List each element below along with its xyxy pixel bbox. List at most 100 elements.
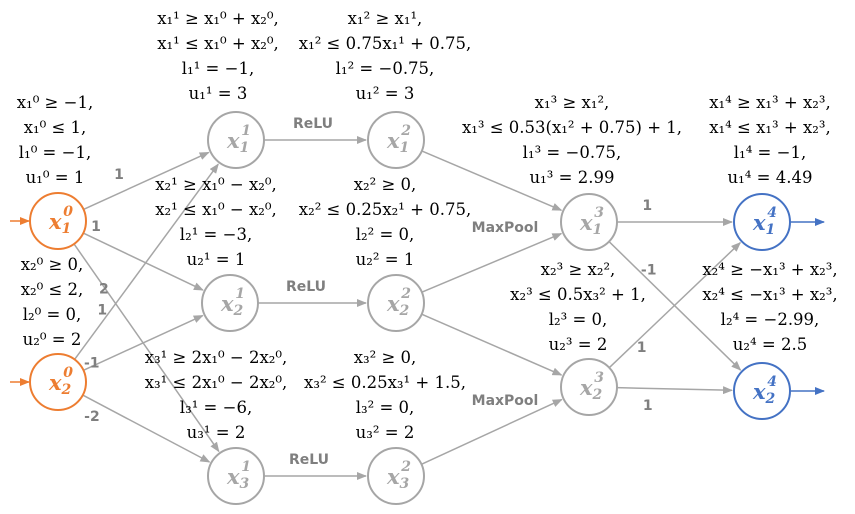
annotation-line: x₁⁴ ≥ x₁³ + x₂³, xyxy=(709,93,830,112)
edge-label-x10-x21: 1 xyxy=(91,219,101,235)
annotation-line: x₂³ ≤ 0.5x₃² + 1, xyxy=(510,285,646,304)
annotation-line: u₂³ = 2 xyxy=(549,335,608,354)
annotation-line: u₂⁴ = 2.5 xyxy=(733,335,807,354)
node-label-x20: x20 xyxy=(48,365,73,398)
annotation-line: x₃² ≥ 0, xyxy=(354,348,417,367)
edge-x22-x13 xyxy=(421,232,563,293)
node-x14[interactable]: x14 xyxy=(733,193,791,251)
annotation-x14: x₁⁴ ≥ x₁³ + x₂³,x₁⁴ ≤ x₁³ + x₂³,l₁⁴ = −1… xyxy=(709,93,830,187)
annotation-line: x₃¹ ≥ 2x₁⁰ − 2x₂⁰, xyxy=(145,348,287,367)
annotation-line: u₂⁰ = 2 xyxy=(23,330,82,349)
maxpool-label: MaxPool xyxy=(472,220,539,236)
annotation-line: x₁² ≤ 0.75x₁¹ + 0.75, xyxy=(299,34,471,53)
annotation-line: x₂¹ ≥ x₁⁰ − x₂⁰, xyxy=(155,175,276,194)
node-x10[interactable]: x10 xyxy=(29,192,87,250)
annotation-x31: x₃¹ ≥ 2x₁⁰ − 2x₂⁰,x₃¹ ≤ 2x₁⁰ − 2x₂⁰,l₃¹ … xyxy=(145,348,287,442)
annotation-line: x₂⁰ ≤ 2, xyxy=(21,280,84,299)
annotation-line: u₁⁴ = 4.49 xyxy=(728,168,813,187)
annotation-line: x₂² ≤ 0.25x₂¹ + 0.75, xyxy=(299,200,471,219)
edge-x20-x31 xyxy=(82,394,211,463)
node-label-x24: x24 xyxy=(752,374,777,407)
annotation-x23: x₂³ ≥ x₂²,x₂³ ≤ 0.5x₃² + 1,l₂³ = 0,u₂³ =… xyxy=(510,260,646,354)
edge-label-x31-x32: ReLU xyxy=(289,452,329,468)
annotation-x32: x₃² ≥ 0,x₃² ≤ 0.25x₃¹ + 1.5,l₃² = 0,u₃² … xyxy=(304,348,466,442)
annotation-line: u₂¹ = 1 xyxy=(187,250,246,269)
node-x22[interactable]: x22 xyxy=(367,274,425,332)
node-label-x21: x21 xyxy=(220,286,245,319)
annotation-line: x₁⁰ ≤ 1, xyxy=(24,118,87,137)
annotation-line: u₃² = 2 xyxy=(356,423,415,442)
edge-label-x20-x11: 1 xyxy=(97,302,107,318)
node-label-x12: x12 xyxy=(386,123,411,156)
annotation-line: u₃¹ = 2 xyxy=(187,423,246,442)
edge-x22-x23 xyxy=(421,313,563,376)
edge-label-x13-x24: -1 xyxy=(641,263,657,279)
node-circle-x12 xyxy=(367,111,425,169)
edge-label-x20-x31: -2 xyxy=(84,409,100,425)
annotation-line: l₁⁴ = −1, xyxy=(734,143,806,162)
io-arrows-layer xyxy=(10,217,825,395)
annotation-line: x₁³ ≤ 0.53(x₁² + 0.75) + 1, xyxy=(462,118,682,137)
annotation-line: u₂² = 1 xyxy=(356,250,415,269)
edges-layer xyxy=(73,136,742,480)
node-x31[interactable]: x31 xyxy=(207,447,265,505)
edge-label-x23-x24: 1 xyxy=(643,398,653,414)
edge-x10-x31 xyxy=(73,243,220,453)
node-circle-x31 xyxy=(207,447,265,505)
annotation-line: l₁³ = −0.75, xyxy=(523,143,622,162)
edge-x23-x14 xyxy=(608,242,742,369)
node-label-x23: x23 xyxy=(579,370,604,403)
edge-label-x10-x11: 1 xyxy=(114,167,124,183)
annotation-line: x₁¹ ≥ x₁⁰ + x₂⁰, xyxy=(157,9,278,28)
annotation-x11: x₁¹ ≥ x₁⁰ + x₂⁰,x₁¹ ≤ x₁⁰ + x₂⁰,l₁¹ = −1… xyxy=(157,9,278,103)
annotation-line: x₁² ≥ x₁¹, xyxy=(348,9,423,28)
node-label-x10: x10 xyxy=(48,204,73,237)
annotation-x22: x₂² ≥ 0,x₂² ≤ 0.25x₂¹ + 0.75,l₂² = 0,u₂²… xyxy=(299,175,471,269)
annotation-line: x₂⁰ ≥ 0, xyxy=(21,255,84,274)
node-circle-x21 xyxy=(201,274,259,332)
annotation-x13: x₁³ ≥ x₁², x₁³ ≤ 0.53(x₁² + 0.75) + 1, l₁³… xyxy=(462,93,682,187)
node-circle-x20 xyxy=(29,353,87,411)
annotation-x10: x₁⁰ ≥ −1,x₁⁰ ≤ 1,l₁⁰ = −1,u₁⁰ = 1 xyxy=(17,93,93,187)
node-circle-x24 xyxy=(733,362,791,420)
annotation-x12: x₁² ≥ x₁¹, x₁² ≤ 0.75x₁¹ + 0.75, l₁² = −0.… xyxy=(299,9,471,103)
maxpool-label: MaxPool xyxy=(472,393,539,409)
annotation-line: l₂⁰ = 0, xyxy=(23,305,82,324)
edge-label-x23-x14: 1 xyxy=(637,340,647,356)
node-label-x22: x22 xyxy=(386,286,411,319)
node-x20[interactable]: x20 xyxy=(29,353,87,411)
node-x13[interactable]: x13 xyxy=(560,193,618,251)
node-x12[interactable]: x12 xyxy=(367,111,425,169)
annotation-line: l₁⁰ = −1, xyxy=(19,143,91,162)
annotation-line: u₁¹ = 3 xyxy=(189,84,248,103)
annotation-line: l₂² = 0, xyxy=(356,225,415,244)
edge-x32-x23 xyxy=(421,398,563,465)
node-x21[interactable]: x21 xyxy=(201,274,259,332)
annotation-line: l₁² = −0.75, xyxy=(336,59,435,78)
node-x23[interactable]: x23 xyxy=(560,358,618,416)
annotation-line: u₁³ = 2.99 xyxy=(530,168,615,187)
edge-label-x21-x22: ReLU xyxy=(286,279,326,295)
node-x32[interactable]: x32 xyxy=(367,447,425,505)
edge-label-x11-x12: ReLU xyxy=(293,116,333,132)
annotation-line: l₂¹ = −3, xyxy=(180,225,252,244)
edge-x23-x24 xyxy=(616,386,734,395)
node-circle-x23 xyxy=(560,358,618,416)
node-circle-x32 xyxy=(367,447,425,505)
node-x24[interactable]: x24 xyxy=(733,362,791,420)
node-label-x14: x14 xyxy=(752,205,777,238)
annotation-line: x₂⁴ ≥ −x₁³ + x₂³, xyxy=(702,260,837,279)
node-circle-x11 xyxy=(207,111,265,169)
annotation-line: x₁⁰ ≥ −1, xyxy=(17,93,93,112)
node-circle-x10 xyxy=(29,192,87,250)
edge-label-x13-x14: 1 xyxy=(642,198,652,214)
annotation-line: x₁³ ≥ x₁², xyxy=(535,93,610,112)
node-x11[interactable]: x11 xyxy=(207,111,265,169)
edge-label-x20-x21: -1 xyxy=(84,356,100,372)
annotation-line: u₁² = 3 xyxy=(356,84,415,103)
annotation-line: x₂⁴ ≤ −x₁³ + x₂³, xyxy=(702,285,837,304)
annotation-line: l₁¹ = −1, xyxy=(182,59,254,78)
